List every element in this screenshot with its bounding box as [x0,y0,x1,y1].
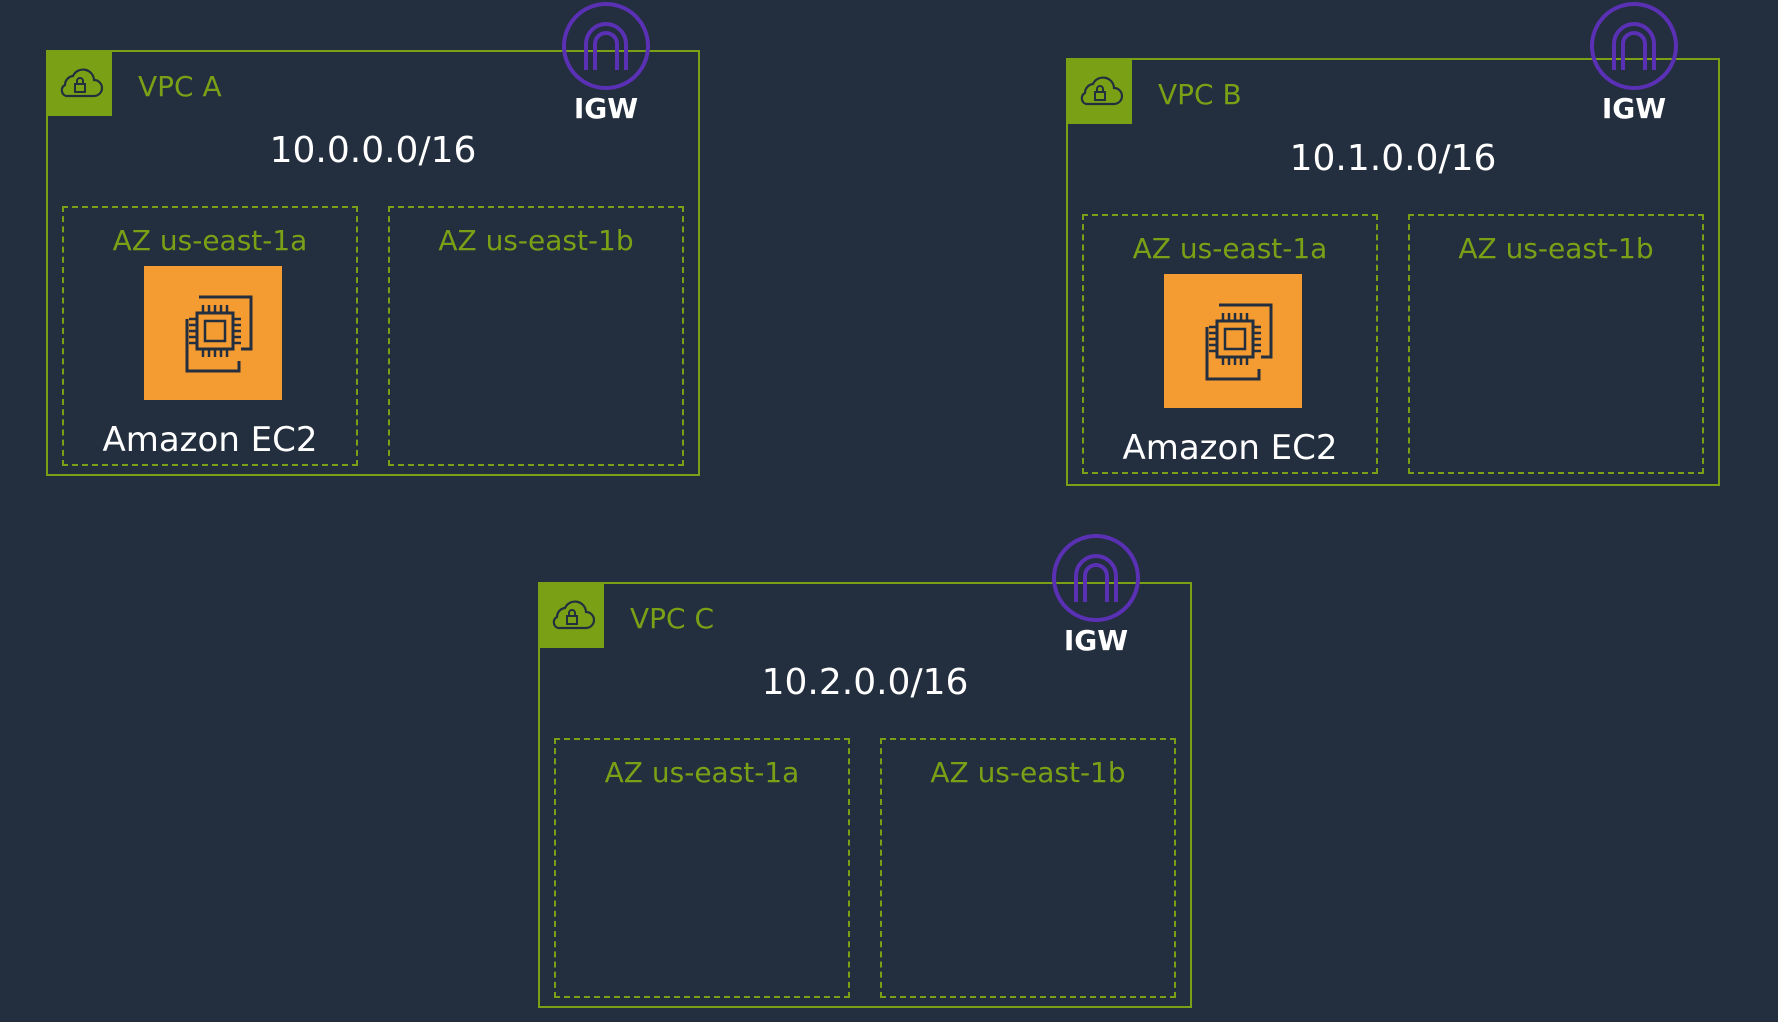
vpc-name: VPC A [138,70,222,103]
internet-gateway-icon [562,2,650,90]
vpc-name: VPC B [1158,78,1242,111]
ec2-chip-icon[interactable] [144,266,282,400]
az-us-east-1b[interactable]: AZ us-east-1b [388,206,684,466]
vpc-cidr: 10.1.0.0/16 [1289,138,1497,179]
vpc-cloud-lock-icon [46,50,112,116]
az-label: AZ us-east-1b [930,756,1126,789]
vpc-cidr: 10.0.0.0/16 [269,130,477,171]
igw-vpc-c[interactable]: IGW [1046,532,1146,657]
internet-gateway-icon [1590,2,1678,90]
igw-vpc-b[interactable]: IGW [1584,0,1684,125]
vpc-b[interactable]: VPC B 10.1.0.0/16 AZ us-east-1a Amazon E… [1066,58,1720,486]
ec2-label: Amazon EC2 [102,420,318,460]
vpc-c[interactable]: VPC C 10.2.0.0/16 AZ us-east-1a AZ us-ea… [538,582,1192,1008]
az-label: AZ us-east-1a [1132,232,1328,265]
ec2-chip-icon[interactable] [1164,274,1302,408]
internet-gateway-icon [1052,534,1140,622]
az-us-east-1b[interactable]: AZ us-east-1b [1408,214,1704,474]
az-us-east-1a[interactable]: AZ us-east-1a Amazon EC2 [62,206,358,466]
igw-label: IGW [1601,92,1667,125]
vpc-a[interactable]: VPC A 10.0.0.0/16 AZ us-east-1a Amazon E… [46,50,700,476]
vpc-cloud-lock-icon [538,582,604,648]
igw-label: IGW [1063,624,1129,657]
az-us-east-1a[interactable]: AZ us-east-1a Amazon EC2 [1082,214,1378,474]
az-label: AZ us-east-1b [438,224,634,257]
vpc-cloud-lock-icon [1066,58,1132,124]
ec2-label: Amazon EC2 [1122,428,1338,468]
az-label: AZ us-east-1b [1458,232,1654,265]
az-label: AZ us-east-1a [604,756,800,789]
igw-label: IGW [573,92,639,125]
vpc-name: VPC C [630,602,715,635]
az-label: AZ us-east-1a [112,224,308,257]
az-us-east-1a[interactable]: AZ us-east-1a [554,738,850,998]
igw-vpc-a[interactable]: IGW [556,0,656,125]
vpc-cidr: 10.2.0.0/16 [761,662,969,703]
az-us-east-1b[interactable]: AZ us-east-1b [880,738,1176,998]
